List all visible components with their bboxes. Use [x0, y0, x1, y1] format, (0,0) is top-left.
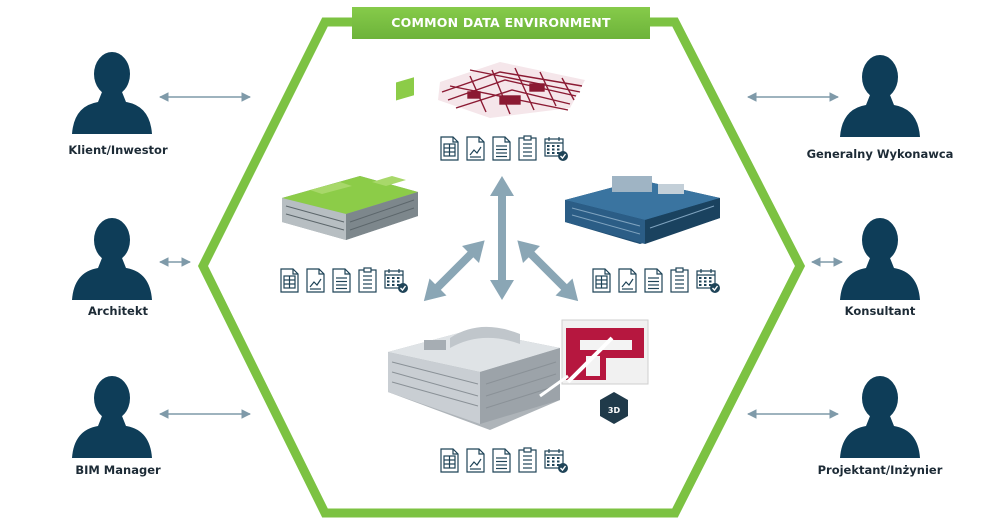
chart-document-icon [466, 136, 485, 161]
document-icon-rows [280, 135, 720, 473]
calendar-check-icon [696, 269, 720, 293]
hexagon-frame [197, 17, 806, 518]
checklist-icon [518, 135, 537, 161]
federated-model-image: 3D [388, 319, 649, 430]
3d-badge-label: 3D [608, 406, 621, 415]
spreadsheet-icon [280, 268, 299, 293]
person-icon-klient [72, 52, 152, 134]
calendar-check-icon [544, 137, 568, 161]
structure-model-image [565, 176, 720, 244]
clash-detail-inset [539, 319, 649, 398]
person-icon-generalny [840, 55, 920, 137]
person-icon-projektant [840, 376, 920, 458]
role-label-konsultant: Konsultant [844, 304, 916, 318]
text-document-icon [644, 268, 663, 293]
doc-row-mep [440, 135, 568, 161]
text-document-icon [492, 448, 511, 473]
doc-row-federated [440, 447, 568, 473]
role-label-architekt: Architekt [88, 304, 148, 318]
title-banner [352, 7, 650, 39]
checklist-icon [358, 267, 377, 293]
3d-cube-icon: 3D [600, 392, 628, 424]
architecture-model-image [282, 77, 418, 240]
vertical-double-arrow [490, 176, 514, 300]
chart-document-icon [466, 448, 485, 473]
doc-row-structure [592, 267, 720, 293]
role-label-generalny: Generalny Wykonawca [806, 147, 954, 161]
person-icon-architekt [72, 218, 152, 300]
chart-document-icon [306, 268, 325, 293]
text-document-icon [332, 268, 351, 293]
role-connection-arrows [159, 92, 843, 419]
mep-model-image [438, 62, 585, 118]
checklist-icon [670, 267, 689, 293]
right-diagonal-arrow [517, 240, 579, 302]
checklist-icon [518, 447, 537, 473]
spreadsheet-icon [440, 136, 459, 161]
cde-title: COMMON DATA ENVIRONMENT [391, 15, 611, 30]
role-figures [72, 52, 920, 458]
person-icon-konsultant [840, 218, 920, 300]
person-icon-bim-manager [72, 376, 152, 458]
spreadsheet-icon [592, 268, 611, 293]
role-label-projektant: Projektant/Inżynier [817, 463, 943, 477]
chart-document-icon [618, 268, 637, 293]
spreadsheet-icon [440, 448, 459, 473]
role-label-bim-manager: BIM Manager [75, 463, 161, 477]
data-flow-arrows [423, 176, 579, 302]
calendar-check-icon [384, 269, 408, 293]
doc-row-architecture [280, 267, 408, 293]
calendar-check-icon [544, 449, 568, 473]
text-document-icon [492, 136, 511, 161]
role-label-klient: Klient/Inwestor [68, 143, 168, 157]
left-diagonal-arrow [423, 240, 485, 302]
